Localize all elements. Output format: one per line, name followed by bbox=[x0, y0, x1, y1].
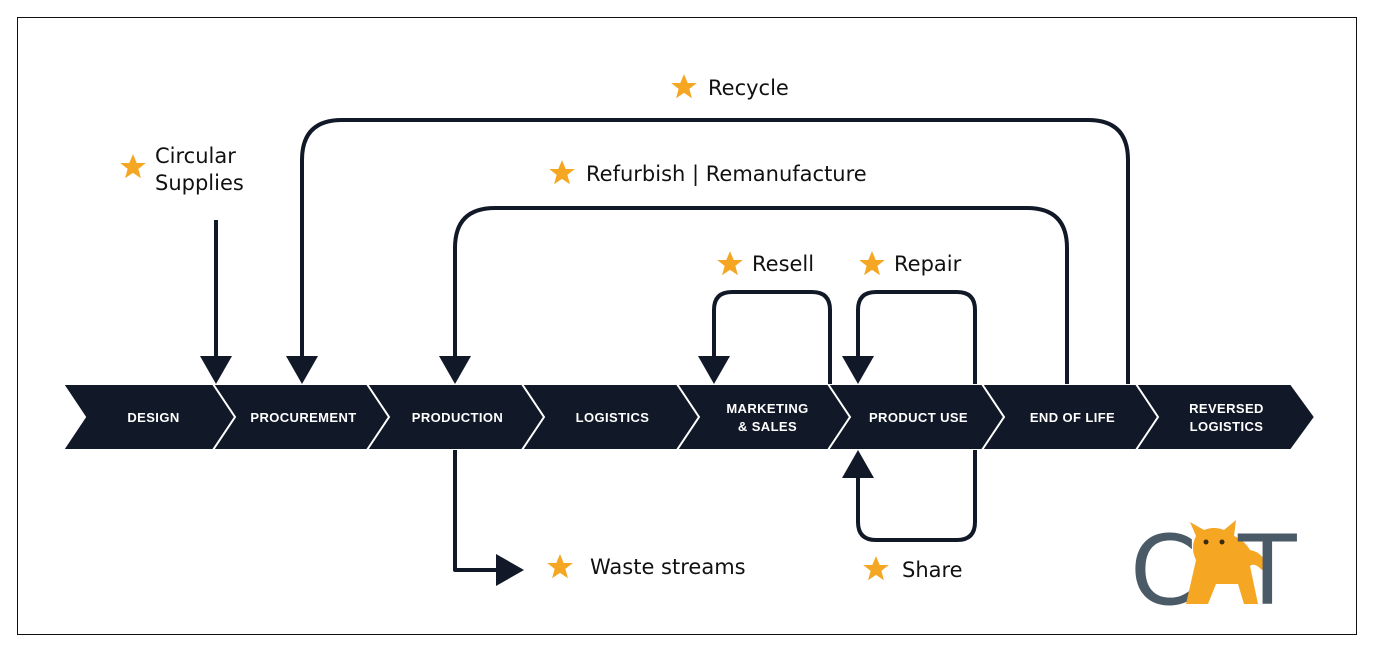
stage-label: LOGISTICS bbox=[576, 410, 650, 425]
logo-letter-t: T bbox=[1237, 515, 1297, 627]
circular-supplies-arrowhead bbox=[200, 356, 232, 384]
star-icon bbox=[671, 74, 697, 99]
stage-label: MARKETING bbox=[726, 401, 808, 416]
share-label-group: Share bbox=[863, 556, 963, 582]
star-icon bbox=[549, 160, 575, 185]
stage-label: & SALES bbox=[738, 419, 797, 434]
stage-label: PRODUCT USE bbox=[869, 410, 968, 425]
share-loop bbox=[842, 450, 977, 542]
star-icon bbox=[717, 251, 743, 276]
repair-label: Repair bbox=[894, 252, 962, 276]
waste-label-group: Waste streams bbox=[547, 554, 746, 579]
cat-icon bbox=[1186, 520, 1268, 604]
resell-loop bbox=[698, 290, 832, 384]
stage-chevron bbox=[1134, 383, 1317, 451]
star-icon bbox=[120, 154, 146, 179]
circular-supplies-label-line1: Circular bbox=[155, 144, 236, 168]
waste-streams-label: Waste streams bbox=[590, 555, 746, 579]
refurbish-arrowhead bbox=[439, 356, 471, 384]
stage-label: PROCUREMENT bbox=[250, 410, 356, 425]
repair-label-group: Repair bbox=[859, 251, 962, 276]
stage-chevron bbox=[675, 383, 858, 451]
waste-streams-arrow bbox=[453, 450, 524, 586]
recycle-label: Recycle bbox=[708, 76, 789, 100]
repair-loop bbox=[842, 290, 977, 384]
circular-supplies-label-group: Circular Supplies bbox=[120, 144, 244, 195]
resell-label-group: Resell bbox=[717, 251, 814, 276]
stage-label: LOGISTICS bbox=[1190, 419, 1264, 434]
share-label: Share bbox=[902, 558, 963, 582]
diagram-frame bbox=[17, 17, 1357, 635]
recycle-arrowhead bbox=[286, 356, 318, 384]
logo-letter-c: C bbox=[1130, 515, 1197, 627]
stage-label: PRODUCTION bbox=[412, 410, 503, 425]
stage-label: REVERSED bbox=[1189, 401, 1264, 416]
resell-arrowhead bbox=[698, 356, 730, 384]
recycle-label-group: Recycle bbox=[671, 74, 789, 100]
resell-label: Resell bbox=[752, 252, 814, 276]
waste-arrowhead bbox=[496, 554, 524, 586]
recycle-loop bbox=[286, 118, 1130, 384]
star-icon bbox=[859, 251, 885, 276]
share-arrowhead bbox=[842, 450, 874, 478]
refurbish-label: Refurbish | Remanufacture bbox=[586, 162, 867, 187]
stage-label: DESIGN bbox=[127, 410, 179, 425]
circular-supplies-arrow bbox=[200, 220, 232, 384]
star-icon bbox=[863, 556, 889, 581]
value-chain-stages: DESIGN PROCUREMENT PRODUCTION LOGISTICS MARK… bbox=[61, 383, 1317, 451]
refurbish-label-group: Refurbish | Remanufacture bbox=[549, 160, 867, 187]
cat-logo: C T bbox=[1130, 515, 1297, 627]
repair-arrowhead bbox=[842, 356, 874, 384]
star-icon bbox=[547, 554, 573, 579]
refurbish-loop bbox=[439, 206, 1069, 384]
circular-supplies-label-line2: Supplies bbox=[155, 171, 244, 195]
stage-label: END OF LIFE bbox=[1030, 410, 1115, 425]
